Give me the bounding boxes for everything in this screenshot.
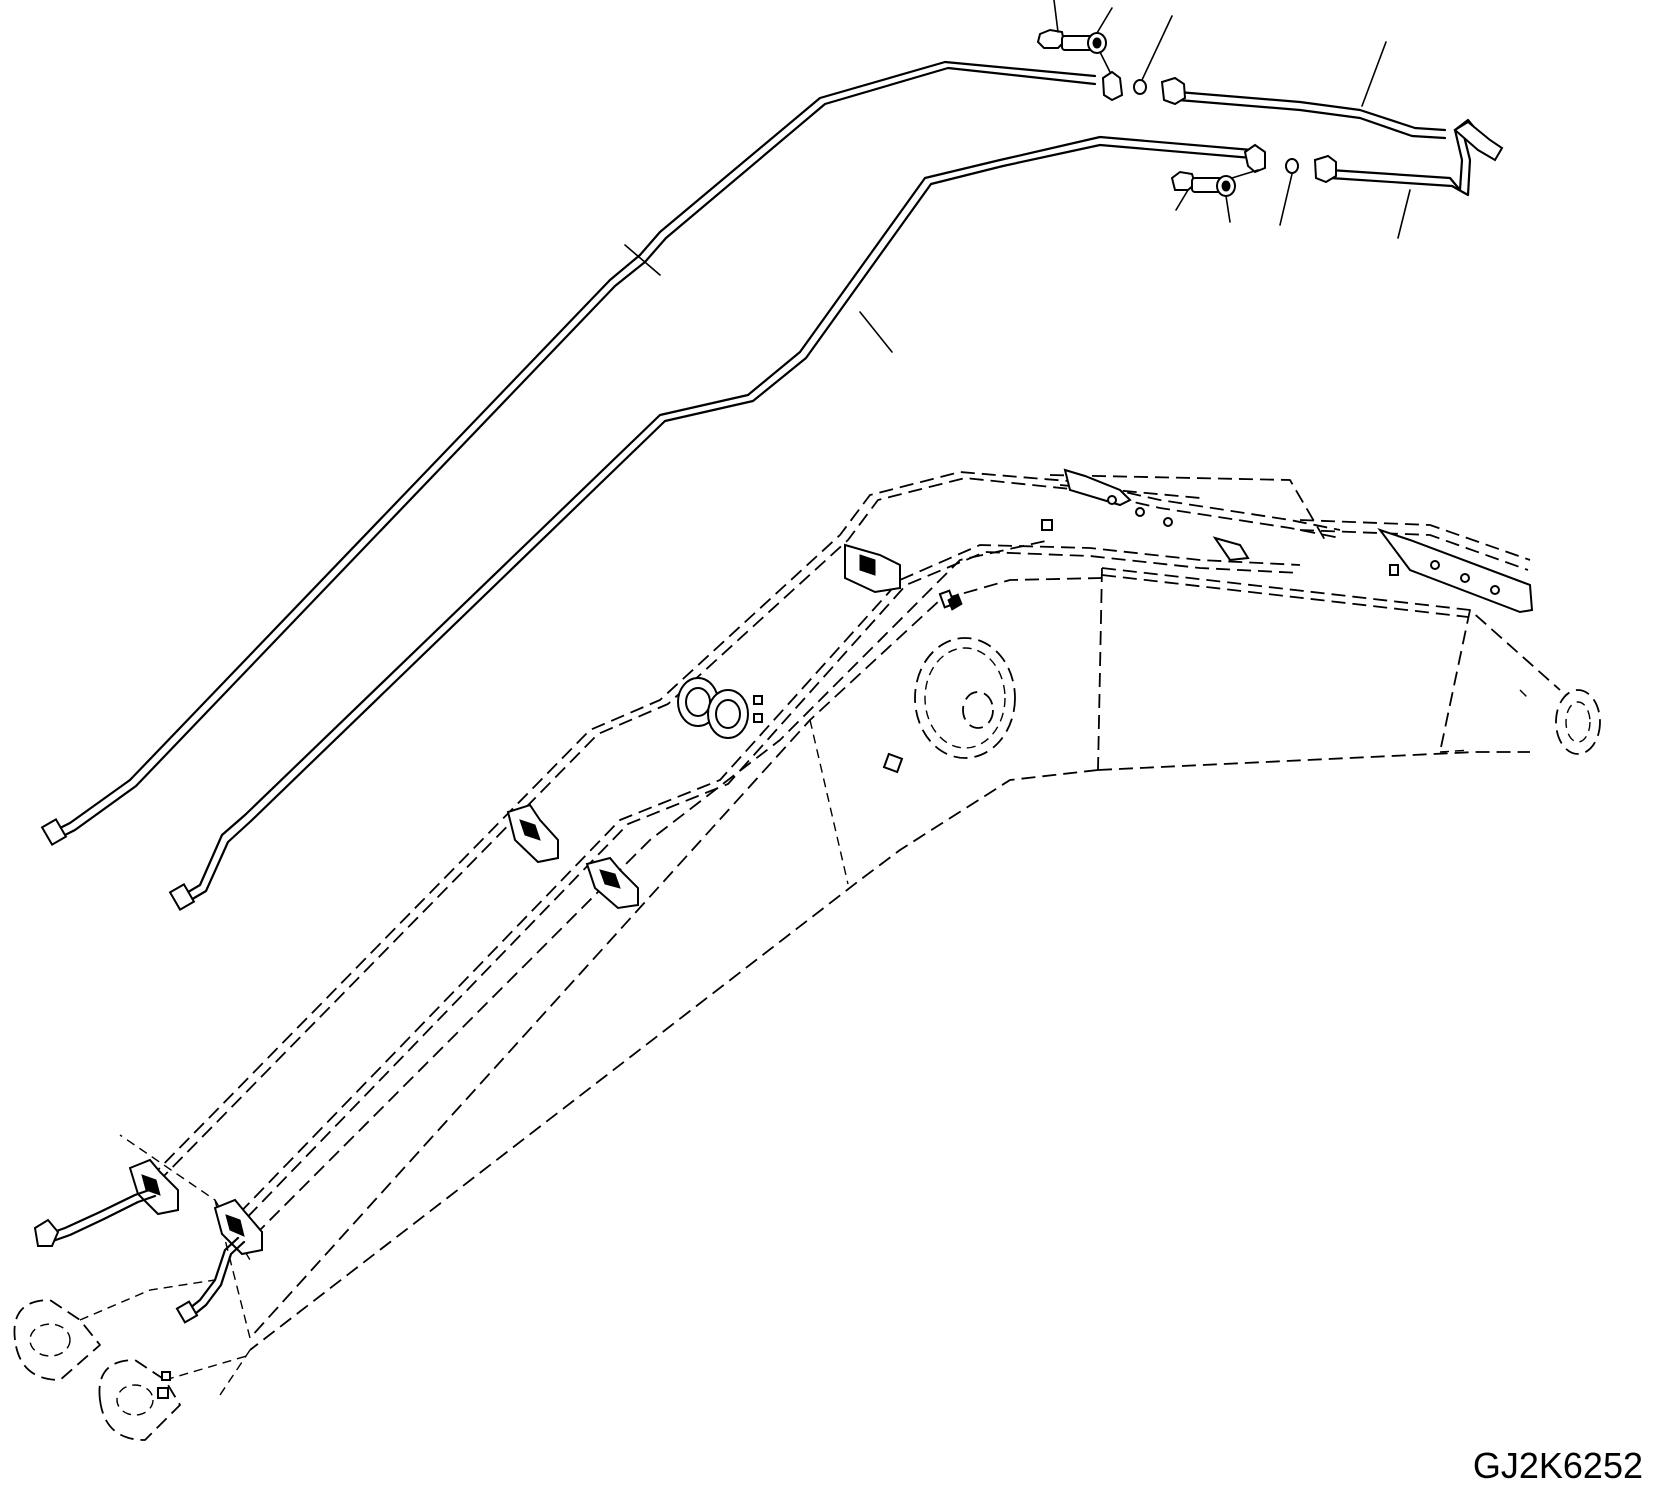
upper-fittings [938,468,1534,614]
o-ring-icon [1133,79,1147,95]
fitting-group-upper [1036,28,1504,162]
clamp-group [128,519,1399,1256]
fitting-group-lower [1170,143,1337,197]
tube-right-lower [1328,118,1480,197]
tube-right-upper [1176,90,1447,140]
tube-lower [168,135,1254,912]
boom-top-boss [914,637,1601,759]
o-ring-icon [1285,158,1299,174]
callout-leaders [624,0,1411,353]
boom-foot [13,1279,251,1441]
boom-outline [119,567,1561,1396]
spacer-rings [677,677,763,739]
foot-hoses [33,1186,246,1324]
boom-hose-runs [149,471,1531,1251]
flange-icon [1101,70,1124,102]
drawing-code: GJ2K6252 [1473,1445,1643,1486]
tube-upper [40,60,1097,847]
